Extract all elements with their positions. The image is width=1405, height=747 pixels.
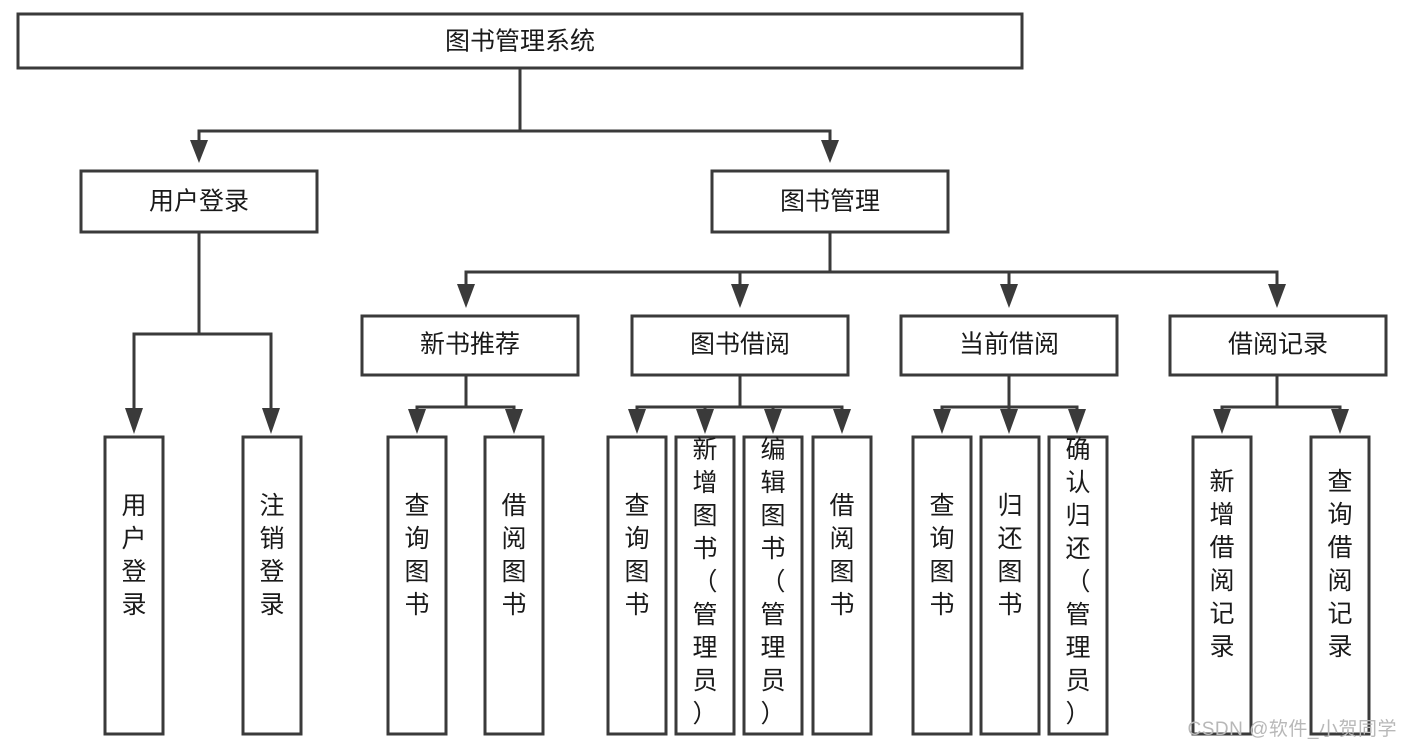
leaf-book-borrow-query-book-label: 查询图书 xyxy=(624,492,649,619)
leaf-new-book-query-book-box[interactable] xyxy=(386,435,448,736)
leaf-book-borrow-borrow-book-box[interactable] xyxy=(811,435,873,736)
node-borrow-record-box[interactable] xyxy=(1168,314,1388,377)
arrow-head-current-borrow xyxy=(1000,284,1018,308)
leaf-book-borrow-query-book-box[interactable] xyxy=(606,435,668,736)
leaf-user-login-login-box[interactable] xyxy=(103,435,165,736)
leaf-current-borrow-confirm-return[interactable]: 确认归还（管理员） xyxy=(1047,435,1109,736)
leaf-current-borrow-confirm-return-label: 确认归还（管理员） xyxy=(1065,436,1090,728)
arrow-head-book-borrow xyxy=(731,284,749,308)
arrow-head-new-book xyxy=(457,284,475,308)
leaf-user-login-login[interactable]: 用户登录 xyxy=(103,435,165,736)
leaf-new-book-borrow-book-box[interactable] xyxy=(483,435,545,736)
leaf-book-borrow-borrow-book[interactable]: 借阅图书 xyxy=(811,435,873,736)
arrow-head-br-add-record xyxy=(1213,409,1231,434)
arrow-head-user-login xyxy=(190,140,208,163)
arrow-head-bb-edit-book xyxy=(764,409,782,434)
leaf-book-borrow-add-book[interactable]: 新增图书（管理员） xyxy=(674,435,736,736)
leaf-borrow-record-query-record[interactable]: 查询借阅记录 xyxy=(1309,435,1371,736)
node-borrow-record[interactable]: 借阅记录 xyxy=(1168,314,1388,377)
leaf-borrow-record-query-record-label: 查询借阅记录 xyxy=(1327,468,1352,661)
connector-group-root xyxy=(190,66,839,163)
arrow-head-leaf-user-login xyxy=(125,408,143,434)
node-book-borrow-box[interactable] xyxy=(630,314,850,377)
node-current-borrow-box[interactable] xyxy=(899,314,1119,377)
leaf-book-borrow-edit-book[interactable]: 编辑图书（管理员） xyxy=(742,435,804,736)
node-book-borrow[interactable]: 图书借阅 xyxy=(630,314,850,377)
leaf-current-borrow-query-book[interactable]: 查询图书 xyxy=(911,435,973,736)
node-book-management-box[interactable] xyxy=(710,169,950,234)
node-borrow-record-label: 借阅记录 xyxy=(1228,331,1328,359)
connector-group-new-book xyxy=(408,373,523,434)
leaf-current-borrow-query-book-box[interactable] xyxy=(911,435,973,736)
leaf-book-borrow-edit-book-label: 编辑图书（管理员） xyxy=(760,436,785,728)
leaf-borrow-record-add-record-label: 新增借阅记录 xyxy=(1209,468,1234,661)
leaf-new-book-query-book-label: 查询图书 xyxy=(404,492,429,619)
node-new-book-recommend[interactable]: 新书推荐 xyxy=(360,314,580,377)
arrow-head-bb-query-book xyxy=(628,409,646,434)
leaf-new-book-borrow-book-label: 借阅图书 xyxy=(501,492,526,619)
node-book-management[interactable]: 图书管理 xyxy=(710,169,950,234)
leaf-user-login-logout-box[interactable] xyxy=(241,435,303,736)
arrow-head-bb-borrow-book xyxy=(833,409,851,434)
connector-group-current-borrow xyxy=(933,373,1086,434)
leaf-borrow-record-add-record[interactable]: 新增借阅记录 xyxy=(1191,435,1253,736)
node-user-login-box[interactable] xyxy=(79,169,319,234)
leaf-current-borrow-query-book-label: 查询图书 xyxy=(929,492,954,619)
node-book-borrow-label: 图书借阅 xyxy=(690,331,790,359)
connector-group-borrow-record xyxy=(1213,373,1349,434)
arrow-head-bb-add-book xyxy=(696,409,714,434)
leaf-user-login-logout[interactable]: 注销登录 xyxy=(241,435,303,736)
leaf-borrow-record-query-record-box[interactable] xyxy=(1309,435,1371,736)
leaf-book-borrow-edit-book-box[interactable] xyxy=(742,435,804,736)
leaf-current-borrow-return-book-box[interactable] xyxy=(979,435,1041,736)
arrow-head-nb-query-book xyxy=(408,409,426,434)
leaf-current-borrow-return-book[interactable]: 归还图书 xyxy=(979,435,1041,736)
leaf-current-borrow-confirm-return-box[interactable] xyxy=(1047,435,1109,736)
csdn-watermark: CSDN @软件_小贺同学 xyxy=(1187,719,1397,740)
leaf-book-borrow-query-book[interactable]: 查询图书 xyxy=(606,435,668,736)
leaf-user-login-logout-label: 注销登录 xyxy=(259,492,284,619)
leaf-book-borrow-add-book-label: 新增图书（管理员） xyxy=(692,436,717,728)
node-root-system-box[interactable] xyxy=(16,12,1024,70)
arrow-head-cb-return-book xyxy=(1000,409,1018,434)
node-root-system-label: 图书管理系统 xyxy=(445,28,595,56)
leaf-current-borrow-return-book-label: 归还图书 xyxy=(997,492,1022,619)
arrow-head-leaf-logout xyxy=(262,408,280,434)
node-root-system[interactable]: 图书管理系统 xyxy=(16,12,1024,70)
arrow-head-borrow-record xyxy=(1268,284,1286,308)
connector-group-book-borrow xyxy=(628,373,851,434)
node-user-login[interactable]: 用户登录 xyxy=(79,169,319,234)
leaf-new-book-borrow-book[interactable]: 借阅图书 xyxy=(483,435,545,736)
leaf-borrow-record-add-record-box[interactable] xyxy=(1191,435,1253,736)
node-new-book-recommend-box[interactable] xyxy=(360,314,580,377)
node-current-borrow[interactable]: 当前借阅 xyxy=(899,314,1119,377)
node-user-login-label: 用户登录 xyxy=(149,188,249,216)
leaf-new-book-query-book[interactable]: 查询图书 xyxy=(386,435,448,736)
arrow-head-book-mgmt xyxy=(821,140,839,163)
node-new-book-recommend-label: 新书推荐 xyxy=(420,331,520,359)
leaf-user-login-login-label: 用户登录 xyxy=(121,492,146,619)
arrow-head-cb-query-book xyxy=(933,409,951,434)
connector-group-book-mgmt xyxy=(457,230,1286,308)
arrow-head-cb-confirm-return xyxy=(1068,409,1086,434)
arrow-head-nb-borrow-book xyxy=(505,409,523,434)
connector-group-user-login xyxy=(125,230,280,434)
arrow-head-br-query-record xyxy=(1331,409,1349,434)
node-current-borrow-label: 当前借阅 xyxy=(959,331,1059,359)
leaf-book-borrow-add-book-box[interactable] xyxy=(674,435,736,736)
leaf-book-borrow-borrow-book-label: 借阅图书 xyxy=(829,492,854,619)
node-book-management-label: 图书管理 xyxy=(780,188,880,216)
